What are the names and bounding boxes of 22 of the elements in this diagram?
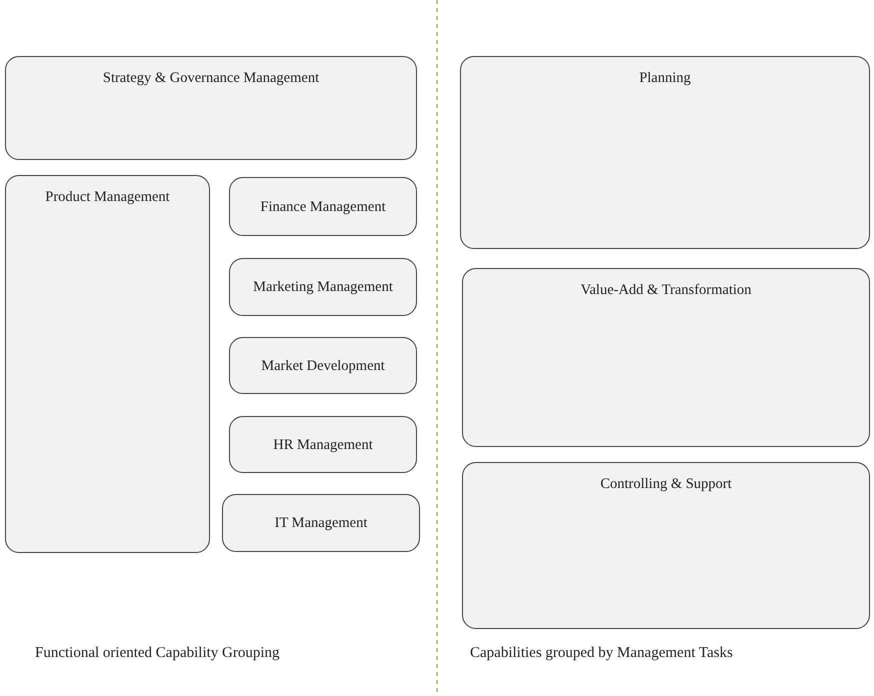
capability-box [229, 416, 417, 473]
capability-box [5, 175, 210, 553]
section-caption: Capabilities grouped by Management Tasks [470, 645, 733, 662]
box-title: Controlling & Support [599, 475, 733, 493]
capability-box [462, 268, 870, 447]
box-title: Product Management [44, 188, 171, 206]
box-title: IT Management [274, 514, 368, 532]
box-title: Marketing Management [252, 278, 394, 296]
capability-box [229, 337, 417, 394]
capability-box [229, 258, 417, 316]
capability-box [229, 177, 417, 236]
capability-box [460, 56, 870, 249]
box-title: Finance Management [259, 198, 387, 216]
box-title: HR Management [272, 436, 374, 454]
box-title: Strategy & Governance Management [102, 69, 320, 87]
capability-box [5, 56, 417, 160]
capability-box [462, 462, 870, 629]
box-title: Market Development [260, 356, 386, 374]
box-title: Value-Add & Transformation [580, 281, 752, 299]
box-title: Planning [638, 69, 692, 87]
section-caption: Functional oriented Capability Grouping [35, 645, 280, 662]
capability-box [222, 494, 420, 552]
